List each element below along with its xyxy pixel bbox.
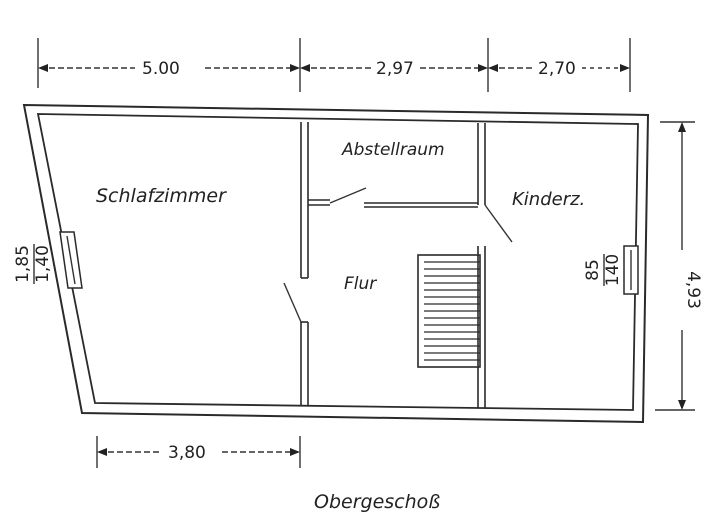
window-right-dimension: 85 140 xyxy=(583,254,623,286)
doors xyxy=(283,187,513,323)
outer-walls xyxy=(22,103,650,424)
right-dimension-line: 4,93 xyxy=(655,121,703,411)
dim-top-right: 2,70 xyxy=(538,59,576,79)
window-left-height-top: 1,85 xyxy=(13,245,33,283)
window-left xyxy=(59,231,83,289)
top-dimension-line: 5.00 2,97 2,70 xyxy=(37,38,631,92)
dim-top-left: 5.00 xyxy=(142,59,180,79)
dim-right: 4,93 xyxy=(683,271,703,309)
bottom-dimension-line: 3,80 xyxy=(96,436,301,468)
window-left-height-bottom: 1,40 xyxy=(33,245,53,283)
floor-caption: Obergeschoß xyxy=(314,491,440,513)
staircase xyxy=(417,254,481,368)
room-label-bedroom: Schlafzimmer xyxy=(96,185,227,207)
room-label-kids-room: Kinderz. xyxy=(512,189,585,210)
window-right-height-top: 85 xyxy=(583,259,603,281)
dim-bottom: 3,80 xyxy=(168,443,206,463)
window-right-height-bottom: 140 xyxy=(603,254,623,286)
interior-walls xyxy=(300,122,486,408)
window-left-dimension: 1,85 1,40 xyxy=(13,244,53,284)
room-label-hall: Flur xyxy=(344,274,377,294)
room-label-storage: Abstellraum xyxy=(341,140,445,160)
window-right xyxy=(623,245,639,295)
dim-top-middle: 2,97 xyxy=(376,59,414,79)
